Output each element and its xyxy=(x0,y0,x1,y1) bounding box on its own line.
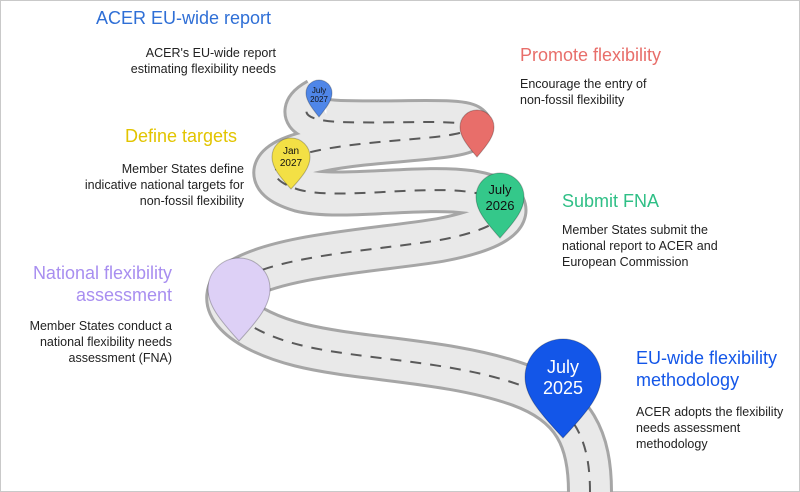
milestone-desc-promote-flexibility: Encourage the entry of non-fossil flexib… xyxy=(520,77,647,107)
milestone-title-define-targets: Define targets xyxy=(125,126,238,146)
pin-july-2026: July 2026 xyxy=(475,172,525,239)
pin-jan-2027: Jan 2027 xyxy=(271,137,311,190)
map-pin-icon xyxy=(475,172,525,239)
milestone-title-acer-report: ACER EU-wide report xyxy=(96,8,272,28)
pin-national-assessment xyxy=(207,257,271,342)
milestone-title-national-assessment: National flexibility assessment xyxy=(32,263,172,305)
milestone-desc-national-assessment: Member States conduct a national flexibi… xyxy=(29,319,172,365)
map-pin-icon xyxy=(305,79,333,118)
milestone-title-submit-fna: Submit FNA xyxy=(562,191,660,211)
milestone-desc-eu-methodology: ACER adopts the flexibility needs assess… xyxy=(636,405,784,451)
pin-date-label: July 2027 xyxy=(310,86,328,104)
map-pin-icon xyxy=(207,257,271,342)
pin-promote-flexibility xyxy=(459,109,495,158)
milestone-title-promote-flexibility: Promote flexibility xyxy=(520,45,662,65)
pin-date-label: July 2025 xyxy=(542,357,584,398)
milestone-desc-acer-report: ACER's EU-wide report estimating flexibi… xyxy=(130,46,276,76)
pin-july-2025: July 2025 xyxy=(524,338,602,439)
map-pin-icon xyxy=(459,109,495,158)
map-pin-icon xyxy=(524,338,602,439)
pin-date-label: Jan 2027 xyxy=(279,146,303,169)
map-pin-icon xyxy=(271,137,311,190)
milestone-title-eu-methodology: EU-wide flexibility methodology xyxy=(636,348,778,390)
milestone-desc-define-targets: Member States define indicative national… xyxy=(84,162,244,208)
pin-july-2027: July 2027 xyxy=(305,79,333,118)
pin-date-label: July 2026 xyxy=(485,182,515,213)
milestone-desc-submit-fna: Member States submit the national report… xyxy=(562,223,718,269)
